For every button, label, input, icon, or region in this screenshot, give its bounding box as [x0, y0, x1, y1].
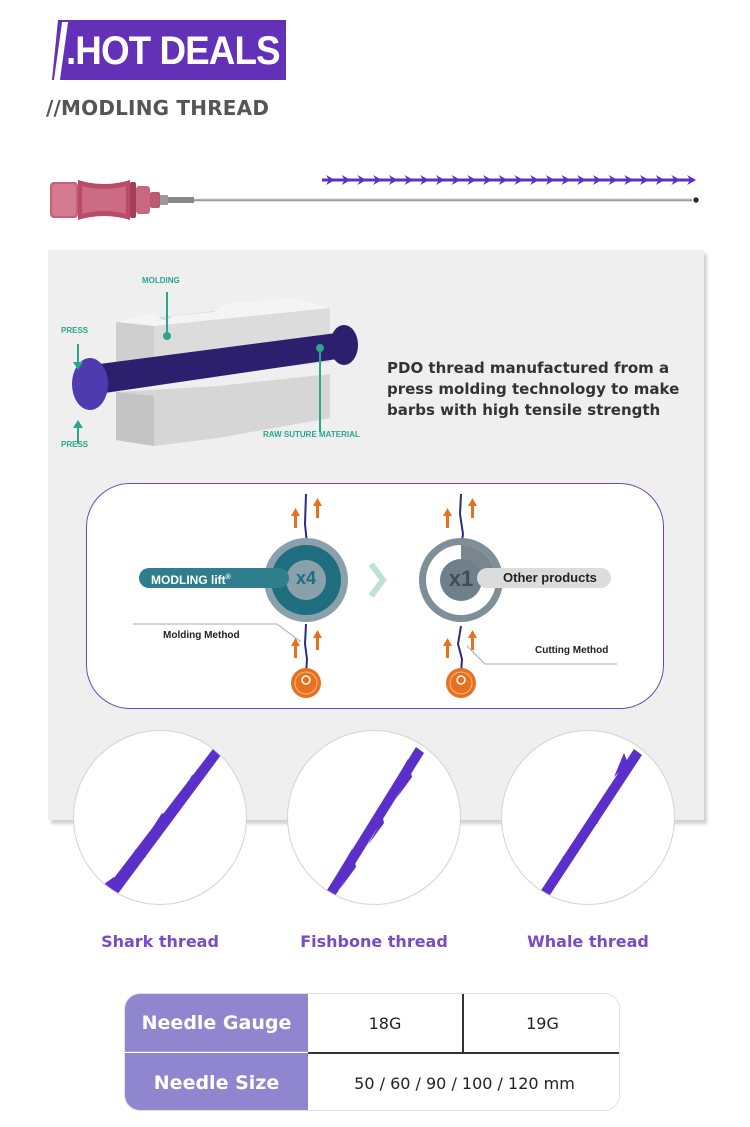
thread-barb [514, 175, 524, 185]
shark-thread-label: Shark thread [101, 932, 219, 951]
hot-deals-banner [52, 20, 286, 80]
spool-icon-right [446, 668, 476, 698]
fishbone-thread-label: Fishbone thread [300, 932, 448, 951]
table-divider [308, 1052, 619, 1054]
thread-barb [671, 175, 681, 185]
cannula-image [50, 180, 699, 220]
thread-barb [655, 175, 665, 185]
thread-barb [624, 175, 634, 185]
arrow-up-icons-left [291, 498, 322, 658]
molding-diagram: MOLDING PRESS PRESS RAW SUTURE MATERIAL [54, 262, 374, 462]
multiplier-x4: x4 [295, 568, 317, 588]
thread-barb [420, 175, 430, 185]
section-subtitle: //MODLING THREAD [46, 96, 270, 120]
whale-thread-image [501, 730, 675, 905]
label-press-bottom: PRESS [61, 440, 89, 449]
trademark-mark: ® [225, 574, 231, 581]
gauge-19g-cell: 19G [526, 1013, 559, 1033]
thread-barb [561, 175, 571, 185]
chevron-right-icon [368, 562, 387, 598]
panel-description: PDO thread manufactured from a press mol… [387, 359, 680, 419]
needle-product-image [44, 160, 704, 220]
comparison-box: MODLING lift® x4 Molding Method Other pr… [86, 483, 664, 709]
modling-lift-pill: MODLING lift® [139, 568, 289, 588]
label-raw-suture-material: RAW SUTURE MATERIAL [263, 430, 360, 439]
thread-barb [498, 175, 508, 185]
thread-barb [357, 175, 367, 185]
arrow-up-icons-right [443, 498, 477, 658]
label-press-top: PRESS [61, 326, 89, 335]
thread-barb [404, 175, 414, 185]
thread-barb [545, 175, 555, 185]
thread-barb [435, 175, 445, 185]
thread-barb [577, 175, 587, 185]
thread-barb [341, 175, 351, 185]
molding-method-label: Molding Method [163, 630, 240, 641]
cutting-method-label: Cutting Method [535, 645, 609, 656]
needle-gauge-header: Needle Gauge [125, 994, 308, 1052]
thread-barb [451, 175, 461, 185]
thread-barb [388, 175, 398, 185]
barbed-thread-image [322, 175, 697, 185]
thread-barb [530, 175, 540, 185]
other-products-label: Other products [503, 570, 597, 585]
spool-icon-left [291, 668, 321, 698]
thread-barb [640, 175, 649, 185]
needle-size-cell: 50 / 60 / 90 / 100 / 120 mm [354, 1073, 575, 1093]
shark-thread-image [73, 730, 247, 905]
needle-size-header: Needle Size [125, 1053, 308, 1110]
spec-table: Needle Gauge Needle Size 18G 19G 50 / 60… [124, 993, 620, 1111]
thread-barb [592, 175, 602, 185]
modling-lift-brand: MODLING lift [151, 573, 226, 587]
gauge-18g-cell: 18G [308, 994, 464, 1052]
gauge-x1 [419, 538, 503, 622]
thread-barb [467, 175, 477, 185]
thread-barb [483, 175, 492, 185]
other-products-pill: Other products [477, 568, 611, 588]
thread-barb [608, 175, 618, 185]
gauge-x4 [264, 538, 348, 622]
label-molding: MOLDING [142, 276, 180, 285]
thread-barb [373, 175, 383, 185]
fishbone-thread-image [287, 730, 461, 905]
banner-title: .HOT DEALS [66, 29, 281, 73]
multiplier-x1: x1 [448, 566, 474, 591]
thread-barb [687, 175, 697, 185]
thread-barb [326, 175, 335, 185]
whale-thread-label: Whale thread [527, 932, 649, 951]
